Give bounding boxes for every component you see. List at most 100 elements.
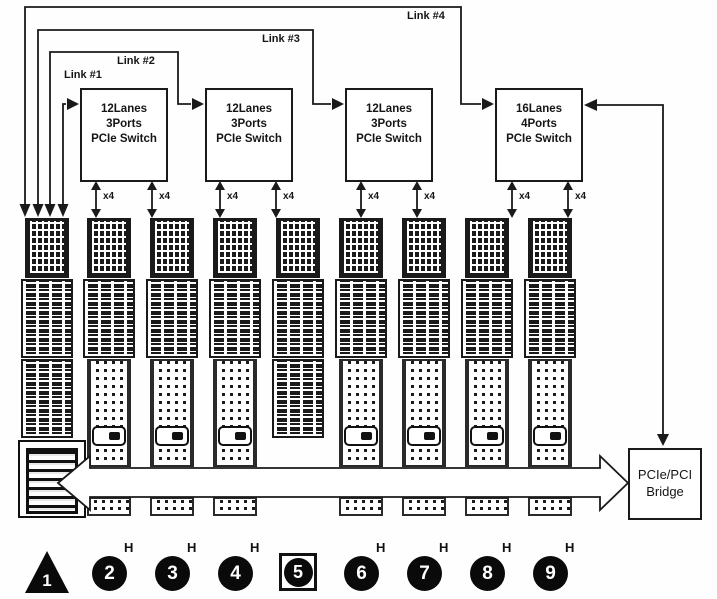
x4-arrowhead: [412, 209, 422, 218]
slot-9-socket: [533, 426, 567, 446]
slot-1-drop-arrowhead: [44, 204, 56, 217]
slot-column-1: [21, 218, 73, 518]
slot-3-pin-block: [150, 218, 194, 278]
bridge-link-line: [597, 104, 664, 438]
slot-7-lower-block: [402, 359, 446, 467]
x4-arrowhead: [147, 209, 157, 218]
marker-2-circle: 2: [92, 556, 127, 591]
marker-2-number: 2: [104, 562, 115, 584]
switch-1-name-label: PCIe Switch: [91, 133, 157, 145]
link-3-arrowhead: [332, 98, 344, 110]
link-4-label: Link #4: [407, 10, 445, 22]
slot-4-stub: [213, 497, 257, 516]
slot-6-socket: [344, 426, 378, 446]
slot-4-pin-block: [213, 218, 257, 278]
switch-4-ports-label: 4Ports: [521, 118, 557, 130]
x4-arrowhead: [91, 209, 101, 218]
marker-1-number: 1: [42, 571, 52, 590]
switch-3-ports-label: 3Ports: [371, 118, 407, 130]
slot-7-stub: [402, 497, 446, 516]
slot-7-pin-block: [402, 218, 446, 278]
slot-3-lower-block: [150, 359, 194, 467]
slot-1-lower-block: [21, 359, 73, 438]
slot-1-drop-arrowhead: [19, 204, 31, 217]
slot-1-connector-block: [21, 279, 73, 358]
slot-6-pin-block: [339, 218, 383, 278]
slot-9-connector-block: [524, 279, 576, 358]
marker-4-number: 4: [230, 562, 241, 584]
x4-label: x4: [424, 191, 436, 202]
switch-2-name-label: PCIe Switch: [216, 133, 282, 145]
marker-4-superscript: H: [250, 540, 260, 555]
slot-4-socket: [218, 426, 252, 446]
slot-6-connector-block: [335, 279, 387, 358]
x4-label: x4: [519, 191, 531, 202]
x4-arrowhead: [91, 181, 101, 190]
switch-3-lanes-label: 12Lanes: [365, 103, 413, 115]
slot-8-socket: [470, 426, 504, 446]
switch-3-box: 12Lanes 3Ports PCIe Switch: [345, 88, 433, 182]
x4-arrow-shafts: [95, 188, 569, 211]
switch-2-ports-label: 3Ports: [231, 118, 267, 130]
marker-8-number: 8: [482, 562, 493, 584]
switch-2-box: 12Lanes 3Ports PCIe Switch: [205, 88, 293, 182]
marker-4-circle: 4: [218, 556, 253, 591]
x4-arrowhead: [412, 181, 422, 190]
switch-4-lanes-label: 16Lanes: [515, 103, 563, 115]
slot-4-connector-block: [209, 279, 261, 358]
slot-column-8: [461, 218, 513, 518]
slot-2-pin-block: [87, 218, 131, 278]
marker-7-number: 7: [419, 562, 430, 584]
bridge-top-arrowhead: [657, 434, 669, 446]
x4-label: x4: [283, 191, 295, 202]
switch-2-lanes-label: 12Lanes: [225, 103, 273, 115]
slot-column-7: [398, 218, 450, 518]
slot-8-lower-block: [465, 359, 509, 467]
x4-arrowhead: [271, 181, 281, 190]
marker-3-circle: 3: [155, 556, 190, 591]
x4-arrowhead: [563, 181, 573, 190]
link-2-label: Link #2: [117, 55, 155, 67]
slot-9-pin-block: [528, 218, 572, 278]
x4-arrowhead: [215, 209, 225, 218]
bridge-label-line1: PCIe/PCI: [637, 467, 693, 482]
marker-5-number: 5: [292, 561, 303, 582]
slot-7-connector-block: [398, 279, 450, 358]
slot-column-9: [524, 218, 576, 518]
x4-label: x4: [368, 191, 380, 202]
slot-4-lower-block: [213, 359, 257, 467]
marker-2-superscript: H: [124, 540, 134, 555]
link-4-line: [24, 6, 481, 204]
x4-arrowhead: [215, 181, 225, 190]
slot-3-connector-block: [146, 279, 198, 358]
slot-3-socket: [155, 426, 189, 446]
marker-6-number: 6: [356, 562, 367, 584]
x4-label: x4: [103, 191, 115, 202]
x4-arrowhead: [563, 209, 573, 218]
slot-column-2: [83, 218, 135, 518]
slot-column-6: [335, 218, 387, 518]
bridge-label-line2: Bridge: [646, 484, 684, 499]
marker-7-circle: 7: [407, 556, 442, 591]
arrowheads: [19, 98, 669, 446]
switch-1-ports-label: 3Ports: [106, 118, 142, 130]
link-1-label: Link #1: [64, 69, 102, 81]
slot-2-socket: [92, 426, 126, 446]
marker-5-square: 5: [279, 553, 317, 591]
slot-6-lower-block: [339, 359, 383, 467]
marker-7-superscript: H: [439, 540, 449, 555]
x4-arrowhead: [356, 181, 366, 190]
marker-6-superscript: H: [376, 540, 386, 555]
marker-3-superscript: H: [187, 540, 197, 555]
marker-6-circle: 6: [344, 556, 379, 591]
marker-9-circle: 9: [533, 556, 568, 591]
slot-column-5: [272, 218, 324, 518]
marker-5-circle: 5: [283, 557, 313, 587]
switch-1-lanes-label: 12Lanes: [100, 103, 148, 115]
x4-arrowhead: [356, 209, 366, 218]
slot-1-pin-block: [25, 218, 69, 278]
slot-8-pin-block: [465, 218, 509, 278]
slot-8-stub: [465, 497, 509, 516]
